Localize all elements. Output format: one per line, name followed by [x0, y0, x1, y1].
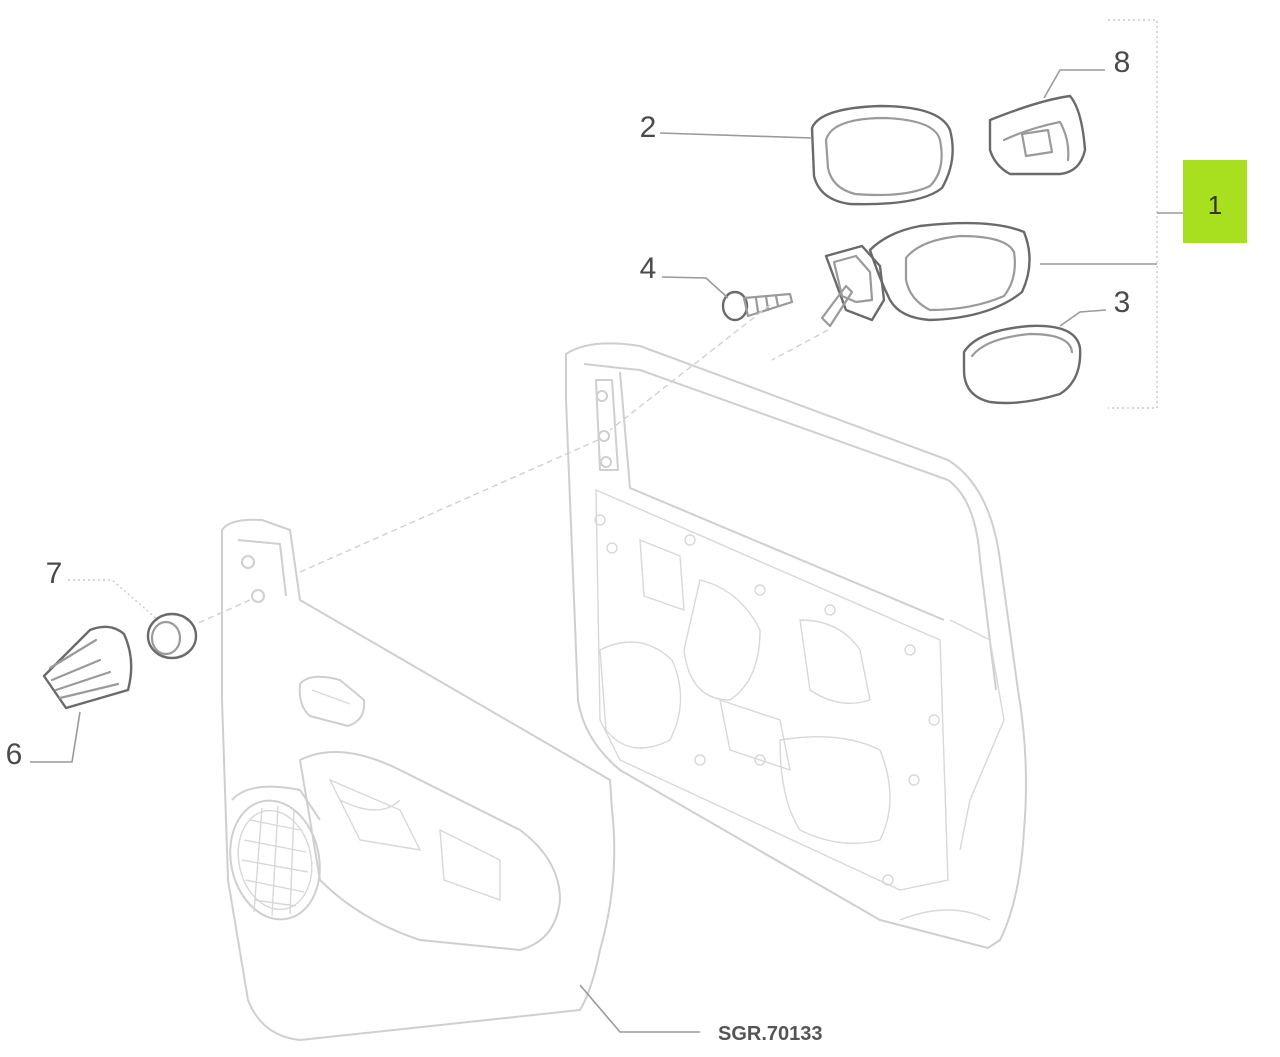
- leader-8: [1043, 69, 1105, 99]
- leader-ref: [579, 984, 700, 1033]
- callout-6[interactable]: 6: [6, 738, 23, 771]
- callout-2[interactable]: 2: [640, 111, 657, 144]
- assembly-bracket: [1108, 19, 1184, 409]
- assembly-line-mirror: [771, 329, 829, 361]
- leader-7: [68, 579, 159, 621]
- callout-1-label: 1: [1208, 190, 1222, 220]
- leader-2: [659, 132, 813, 139]
- part-4-screw: [721, 290, 794, 322]
- part-7-grommet-ring: [146, 612, 198, 660]
- assembly-line-panel: [299, 439, 599, 573]
- callout-4[interactable]: 4: [640, 252, 657, 285]
- callout-1-highlight: [1183, 160, 1247, 243]
- part-8-trim: [988, 94, 1087, 176]
- callout-7[interactable]: 7: [46, 557, 63, 590]
- part-2-mirror-cover: [810, 104, 954, 206]
- door-trim-panel: [221, 518, 616, 1041]
- part-3-mirror-glass: [962, 324, 1082, 405]
- reference-code: SGR.70133: [718, 1023, 823, 1045]
- leader-4: [661, 276, 729, 299]
- leader-3: [1059, 309, 1107, 327]
- callout-3[interactable]: 3: [1114, 286, 1131, 319]
- door-inner-frame: [565, 342, 1027, 949]
- part-6-boot: [42, 625, 133, 710]
- callout-1[interactable]: 1: [1183, 160, 1247, 243]
- assembly-line-screw: [609, 304, 771, 431]
- leader-6: [30, 711, 81, 763]
- callout-8[interactable]: 8: [1114, 46, 1131, 79]
- part-1-mirror-assembly: [820, 221, 1031, 328]
